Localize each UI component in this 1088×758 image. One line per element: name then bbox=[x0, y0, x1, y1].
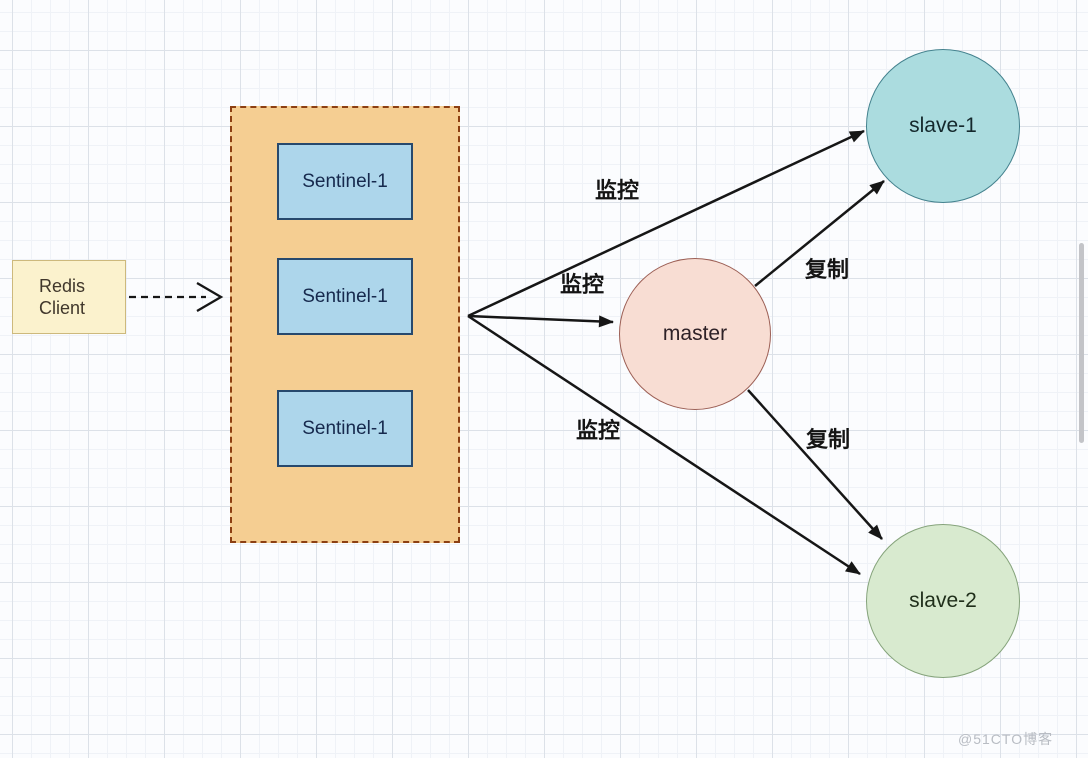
node-sentinel-1: Sentinel-1 bbox=[277, 143, 413, 220]
vertical-scrollbar-thumb[interactable] bbox=[1079, 243, 1084, 443]
node-redis-client: Redis Client bbox=[12, 260, 126, 334]
edge-line-master-to-slave2 bbox=[747, 389, 883, 540]
sentinel-1-label: Sentinel-1 bbox=[302, 170, 388, 192]
redis-client-label: Redis Client bbox=[39, 275, 86, 319]
sentinel-2-label: Sentinel-1 bbox=[302, 285, 388, 307]
edge-label-monitor-slave1: 监控 bbox=[594, 178, 640, 203]
node-slave-1: slave-1 bbox=[866, 49, 1020, 203]
node-slave-2: slave-2 bbox=[866, 524, 1020, 678]
edge-label-replicate-slave1: 复制 bbox=[804, 257, 850, 282]
node-master: master bbox=[619, 258, 771, 410]
sentinel-3-label: Sentinel-1 bbox=[302, 417, 388, 439]
master-label: master bbox=[662, 322, 728, 345]
edge-label-monitor-slave2: 监控 bbox=[575, 418, 621, 443]
node-sentinel-2: Sentinel-1 bbox=[277, 258, 413, 335]
open-arrowhead-icon bbox=[196, 282, 224, 312]
slave-1-label: slave-1 bbox=[909, 114, 977, 137]
edge-label-monitor-master: 监控 bbox=[559, 272, 605, 297]
edge-line-sentinels-to-master bbox=[467, 314, 614, 328]
watermark: @51CTO博客 bbox=[958, 731, 1054, 747]
node-sentinel-3: Sentinel-1 bbox=[277, 390, 413, 467]
slave-2-label: slave-2 bbox=[909, 589, 977, 612]
edge-label-replicate-slave2: 复制 bbox=[805, 427, 851, 452]
